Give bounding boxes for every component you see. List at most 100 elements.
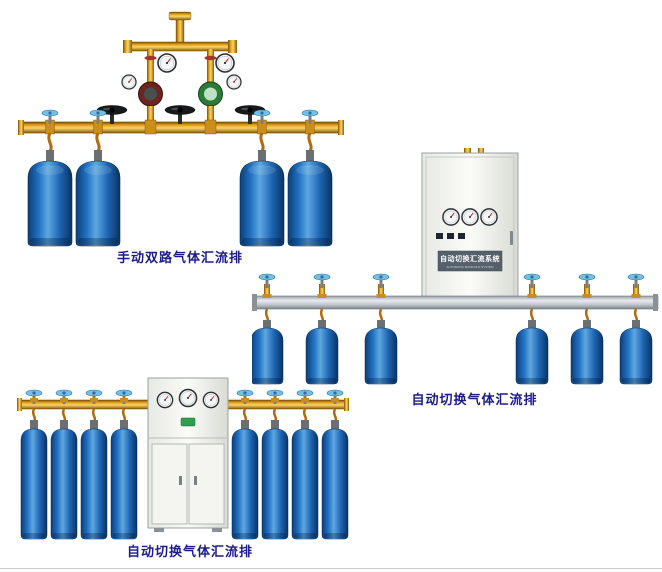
- pressure-gauge: [226, 74, 242, 90]
- cabinet-handle: [510, 231, 513, 245]
- gas-cylinder: [619, 319, 653, 385]
- gas-cylinder: [75, 149, 121, 247]
- cabinet-top-pipe: [478, 148, 484, 155]
- pressure-gauge: [461, 208, 479, 226]
- cylinder-station: [80, 389, 108, 540]
- cylinder-station: [50, 389, 78, 540]
- drop-pipe-right: [207, 49, 214, 83]
- control-cabinet-2: [147, 377, 229, 532]
- figure-auto-switch-manifold: 自动切换汇流系统 AUTOMATIC MANIFOLD SYSTEM: [252, 148, 660, 392]
- auto-switch-manifold-2-art: [17, 377, 349, 540]
- gas-cylinder: [80, 419, 108, 540]
- cylinder-station: [110, 389, 138, 540]
- cylinder-station: [287, 109, 333, 247]
- pressure-gauge: [121, 74, 137, 90]
- gas-cylinder: [20, 419, 48, 540]
- pressure-gauge: [480, 208, 498, 226]
- pressure-gauge: [202, 391, 220, 409]
- cabinet-body: [421, 152, 519, 304]
- pressure-gauge: [215, 53, 235, 73]
- cylinder-station: [27, 109, 73, 247]
- cabinet-top-pipe: [464, 148, 471, 155]
- pipe-end-cap: [344, 398, 349, 411]
- gas-cylinder: [515, 319, 549, 385]
- black-valve-wheel: [164, 105, 196, 125]
- gas-cylinder: [261, 419, 289, 540]
- pigtail-tube: [95, 132, 101, 152]
- header-pipe: [125, 41, 235, 52]
- cabinet-foot: [154, 528, 164, 532]
- pipe-fitting: [204, 119, 217, 135]
- cylinder-station: [239, 109, 285, 247]
- header-elbow-left: [123, 40, 132, 53]
- gas-cylinder: [27, 149, 73, 247]
- cabinet-sublabel: AUTOMATIC MANIFOLD SYSTEM: [447, 265, 494, 269]
- cylinder-station: [75, 109, 121, 247]
- gas-cylinder: [321, 419, 349, 540]
- gas-cylinder: [110, 419, 138, 540]
- cylinder-station: [20, 389, 48, 540]
- figure-caption-manual-dual: 手动双路气体汇流排: [116, 250, 243, 265]
- pipe-fitting: [144, 119, 157, 135]
- manifold-pipe-left: [19, 399, 149, 410]
- pigtail-tube: [47, 132, 53, 152]
- cylinder-station: [231, 389, 259, 540]
- small-valve-handle: [144, 55, 157, 61]
- top-inlet-pipe: [168, 11, 192, 47]
- figure-auto-switch-manifold-2: [8, 370, 358, 548]
- cylinder-station: [321, 389, 349, 540]
- gas-cylinder: [570, 319, 604, 385]
- gas-cylinder: [231, 419, 259, 540]
- cylinder-station: [570, 273, 604, 385]
- pressure-gauge: [157, 53, 177, 73]
- cylinder-station: [252, 273, 284, 385]
- blue-valve-wheel: [313, 273, 331, 289]
- bottom-divider: [0, 568, 662, 569]
- cabinet-label-plate: [437, 250, 503, 272]
- pipe-end-cap: [17, 398, 22, 411]
- pigtail-tube: [259, 132, 265, 152]
- pipe-end-cap: [18, 120, 24, 135]
- blue-valve-wheel: [523, 273, 541, 289]
- cylinder-station: [261, 389, 289, 540]
- auto-switch-manifold-art: 自动切换汇流系统 AUTOMATIC MANIFOLD SYSTEM: [252, 148, 659, 385]
- indicator-switch: [447, 233, 454, 239]
- figure-manual-dual-manifold: [10, 6, 350, 252]
- indicator-switch: [436, 233, 443, 239]
- manifold-bar: [252, 295, 659, 310]
- pipe-end-cap: [338, 120, 344, 135]
- blue-valve-wheel: [258, 273, 276, 289]
- green-button: [180, 417, 196, 427]
- regulator-left: [138, 81, 163, 123]
- manual-dual-manifold-art: [18, 11, 344, 247]
- regulator-right: [198, 81, 223, 123]
- blue-valve-wheel: [372, 273, 390, 289]
- cylinder-station: [364, 273, 398, 385]
- bar-end-cap: [653, 294, 658, 311]
- bar-end-cap: [252, 294, 257, 311]
- gas-cylinder: [291, 419, 319, 540]
- small-valve-handle: [204, 55, 217, 61]
- indicator-switch: [458, 233, 465, 239]
- drop-pipe-left: [147, 49, 154, 83]
- control-cabinet: 自动切换汇流系统 AUTOMATIC MANIFOLD SYSTEM: [421, 148, 519, 304]
- pressure-gauge: [442, 208, 460, 226]
- header-elbow-right: [228, 40, 237, 53]
- figure-caption-auto-switch: 自动切换气体汇流排: [411, 392, 538, 407]
- door-handle: [194, 476, 197, 485]
- pressure-gauge: [178, 388, 198, 408]
- cylinder-station: [305, 273, 339, 385]
- blue-valve-wheel: [627, 273, 645, 289]
- door-handle: [179, 476, 182, 485]
- pigtail-tube: [307, 132, 313, 152]
- cabinet-label: 自动切换汇流系统: [440, 254, 500, 263]
- gas-cylinder: [364, 319, 398, 385]
- blue-valve-wheel: [578, 273, 596, 289]
- cylinder-station: [291, 389, 319, 540]
- figure-caption-auto-switch-2: 自动切换气体汇流排: [126, 544, 253, 559]
- cylinder-station: [515, 273, 549, 385]
- cylinder-station: [619, 273, 653, 385]
- pressure-gauge: [156, 391, 174, 409]
- cabinet-foot: [212, 528, 222, 532]
